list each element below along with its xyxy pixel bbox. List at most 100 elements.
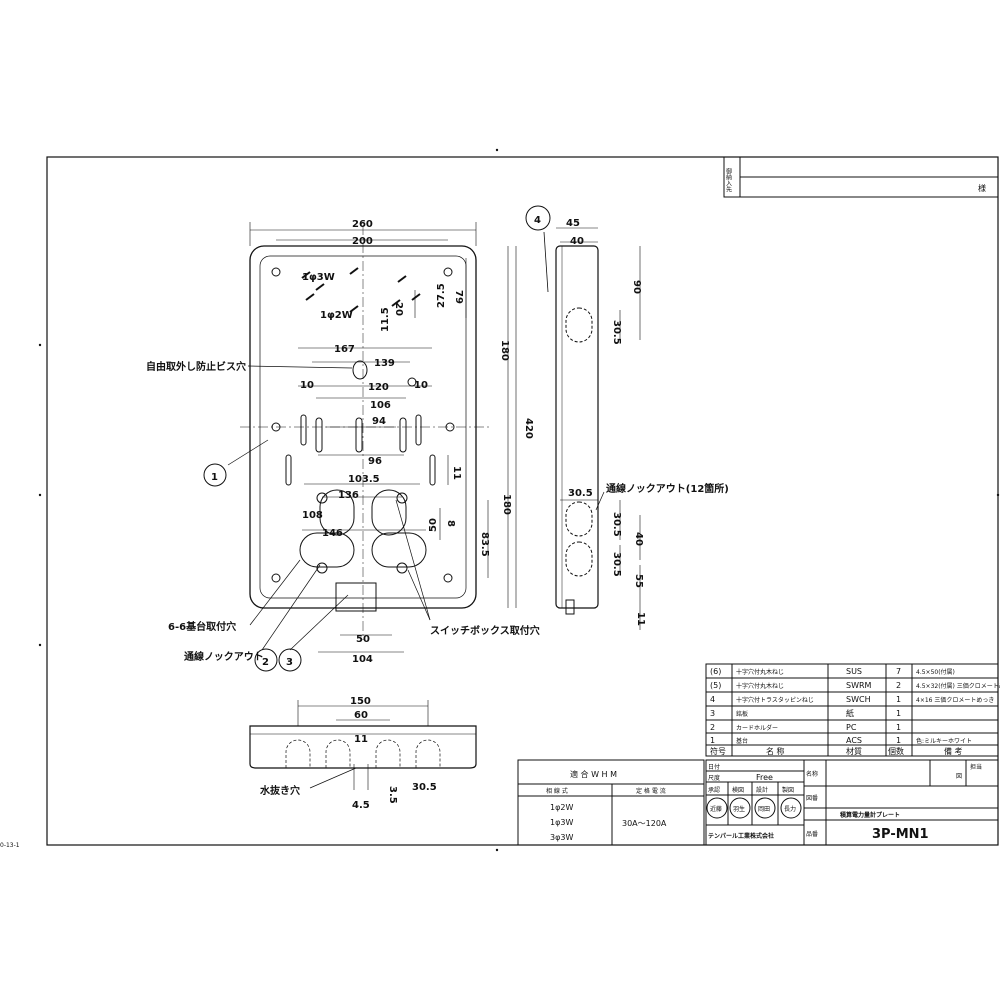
parts-cell-name: 十字穴付丸木ねじ xyxy=(736,668,784,676)
balloon-2-text: 2 xyxy=(262,657,269,668)
dim-27-5: 27.5 xyxy=(436,283,447,308)
dim-30-5-top: 30.5 xyxy=(611,320,622,345)
tb-approve: 承認 xyxy=(708,786,720,794)
dim-30-5-bottom: 30.5 xyxy=(412,782,437,793)
balloon-4-text: 4 xyxy=(534,215,541,226)
parts-cell-name: カードホルダー xyxy=(736,724,778,732)
tb-inspect: 担当 xyxy=(970,763,982,771)
dim-20: 20 xyxy=(393,302,404,316)
dim-3-5: 3.5 xyxy=(387,786,398,804)
front-view: 260 200 79 27.5 20 11.5 167 139 10 120 1… xyxy=(146,219,540,672)
bottom-dimension-lines xyxy=(297,700,429,790)
dim-30-5-mid: 30.5 xyxy=(611,512,622,537)
dim-11: 11 xyxy=(451,466,462,480)
margin-code: 0-13-1 xyxy=(0,842,20,849)
dim-50-v: 50 xyxy=(428,518,439,532)
bottom-knockouts xyxy=(285,739,441,768)
label-base-hole: 6-6基台取付穴 xyxy=(168,620,236,633)
dim-420: 420 xyxy=(523,418,534,439)
bottom-view: 150 60 11 3.5 30.5 4.5 水抜き穴 xyxy=(249,696,477,811)
label-1p2w: 1φ2W xyxy=(320,310,353,321)
dim-60: 60 xyxy=(354,710,368,721)
parts-cell-material: SWRM xyxy=(846,681,872,690)
whm-table: 適 合 W H M 相 線 式 定 格 電 流 1φ2W 1φ3W 3φ3W 3… xyxy=(517,759,705,846)
parts-cell-name: 十字穴付丸木ねじ xyxy=(736,682,784,690)
dim-11-bottom: 11 xyxy=(354,734,368,745)
card-holder xyxy=(335,582,377,612)
parts-cell-qty: 1 xyxy=(896,709,901,718)
dim-50-h: 50 xyxy=(356,634,370,645)
receiver-suffix: 様 xyxy=(978,183,986,193)
dim-83-5: 83.5 xyxy=(479,532,490,557)
parts-cell-name: 十字穴付トラスタッピンねじ xyxy=(736,696,814,704)
whm-col1: 相 線 式 xyxy=(546,787,568,795)
parts-list: (6) 十字穴付丸木ねじ SUS 7 4.5×50(付属) (5) 十字穴付丸木ねじ SWRM… xyxy=(705,663,1000,757)
tb-drawing-label: 図番 xyxy=(806,795,818,802)
dim-40-side: 40 xyxy=(633,532,644,546)
whm-col2: 定 格 電 流 xyxy=(636,787,666,795)
tb-scale-label: 尺度 xyxy=(708,774,720,782)
parts-cell-qty: 1 xyxy=(896,736,901,745)
dim-104: 104 xyxy=(352,654,373,665)
dim-146: 146 xyxy=(322,528,343,539)
stamp-4: 長力 xyxy=(784,805,796,813)
dim-45: 45 xyxy=(566,218,580,229)
tb-product-no: 3P-MN1 xyxy=(872,827,929,842)
dim-180-bottom: 180 xyxy=(501,494,512,515)
parts-cell-no: 4 xyxy=(710,695,715,704)
stamp-2: 羽生 xyxy=(733,805,745,813)
parts-cell-note: 4×16 三価クロメートめっき xyxy=(916,696,994,704)
whm-wire-3: 3φ3W xyxy=(550,833,573,842)
dim-96: 96 xyxy=(368,456,382,467)
parts-cell-note: 色:ミルキーホワイト xyxy=(916,737,972,745)
tb-scale-value: Free xyxy=(756,773,773,782)
tb-draft: 製図 xyxy=(782,786,794,794)
dim-150: 150 xyxy=(350,696,371,707)
terminal-marks xyxy=(301,267,421,313)
balloon-4 xyxy=(525,205,551,231)
parts-cell-qty: 1 xyxy=(896,695,901,704)
parts-cell-no: (5) xyxy=(710,681,721,690)
stamp-1: 近藤 xyxy=(710,805,722,813)
label-knockout: 通線ノックアウト xyxy=(184,650,264,663)
balloon-1 xyxy=(203,463,227,487)
parts-cell-qty: 7 xyxy=(896,667,901,676)
dim-200: 200 xyxy=(352,236,373,247)
tb-drawing: 図 xyxy=(956,773,962,780)
side-view: 4 45 40 90 30.5 30.5 30.5 40 55 11 30.5 … xyxy=(525,205,729,630)
dim-108: 108 xyxy=(302,510,323,521)
dim-79: 79 xyxy=(453,290,464,304)
dim-10-left: 10 xyxy=(300,380,314,391)
screw-hole xyxy=(352,360,368,380)
dim-103-5: 103.5 xyxy=(348,474,380,485)
front-leaders xyxy=(227,365,431,651)
tb-name-label: 名称 xyxy=(806,770,818,778)
parts-cell-no: (6) xyxy=(710,667,721,676)
parts-cell-no: 2 xyxy=(710,723,715,732)
balloon-3 xyxy=(278,648,302,672)
balloon-1-text: 1 xyxy=(211,472,218,483)
dim-120: 120 xyxy=(368,382,389,393)
dim-10-right: 10 xyxy=(414,380,428,391)
dim-136: 136 xyxy=(338,490,359,501)
dim-11-5: 11.5 xyxy=(380,307,391,332)
label-side-knockout: 通線ノックアウト(12箇所) xyxy=(606,482,729,495)
parts-cell-note: 4.5×50(付属) xyxy=(916,668,955,676)
whm-wire-2: 1φ3W xyxy=(550,818,573,827)
title-block: 日付 尺度 Free 承認 検図 設計 製図 近藤 羽生 岡田 長力 テンパール… xyxy=(705,759,999,846)
tb-design: 設計 xyxy=(756,786,768,794)
dim-8: 8 xyxy=(445,520,456,527)
label-1p3w: 1φ3W xyxy=(302,272,335,283)
tb-check: 検図 xyxy=(732,786,744,794)
balloon-2 xyxy=(254,648,278,672)
whm-wire-1: 1φ2W xyxy=(550,803,573,812)
mount-holes xyxy=(271,267,455,583)
dim-180-top: 180 xyxy=(499,340,510,361)
parts-cell-material: SUS xyxy=(846,667,862,676)
label-drain-hole: 水抜き穴 xyxy=(259,784,300,797)
parts-cell-material: ACS xyxy=(846,736,862,745)
dim-4-5: 4.5 xyxy=(352,800,370,811)
dim-55: 55 xyxy=(633,574,644,588)
dim-40-top: 40 xyxy=(570,236,584,247)
